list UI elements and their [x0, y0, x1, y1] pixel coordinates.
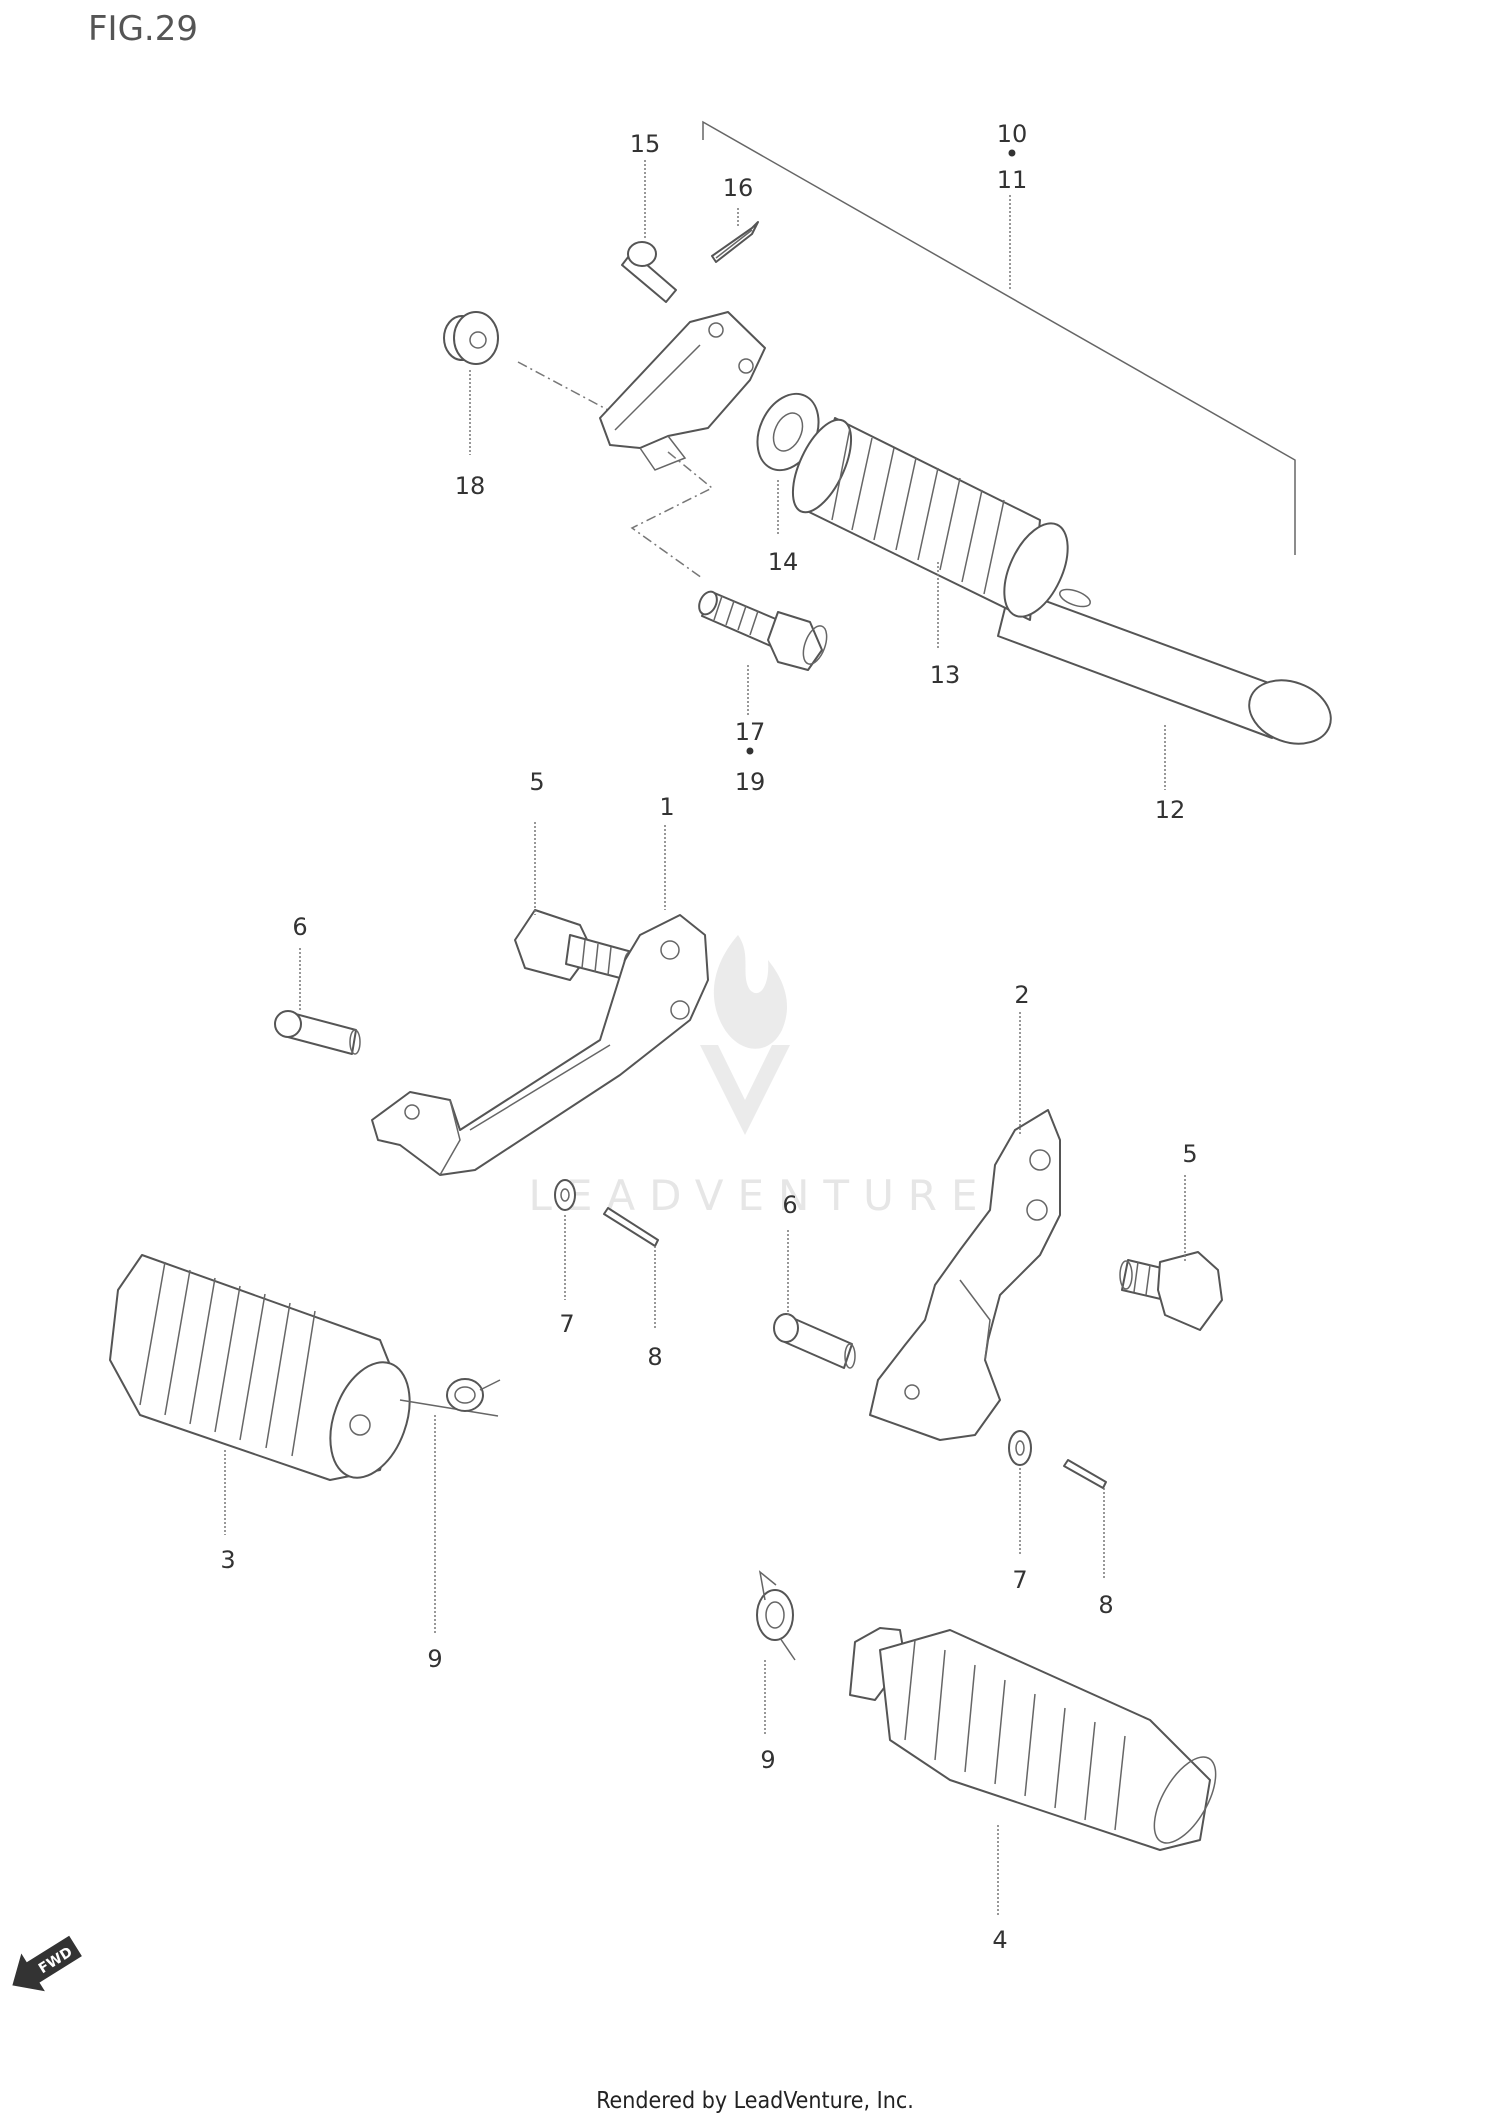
callout-2: 2 [1014, 981, 1029, 1009]
fwd-arrow-icon: FWD [12, 1935, 82, 1992]
callout-19: 19 [735, 768, 766, 796]
part-9-spring-right [756, 1570, 796, 1661]
leader-18-bracket [517, 361, 609, 411]
part-9-spring-left [399, 1378, 501, 1417]
callout-7-right: 7 [1012, 1566, 1027, 1594]
part-7-washer-right [1008, 1430, 1032, 1466]
callout-10: 10 [997, 120, 1028, 148]
callout-7-left: 7 [559, 1310, 574, 1338]
callout-16: 16 [723, 174, 754, 202]
callout-9-right: 9 [760, 1746, 775, 1774]
assembly-bracket [702, 120, 1296, 555]
callout-11: 11 [997, 166, 1028, 194]
part-6-pin-left [274, 1010, 361, 1055]
callout-5-upper: 5 [529, 768, 544, 796]
callout-dot-10-11: • [1005, 140, 1019, 168]
watermark-text: LEADVENTURE [528, 1171, 991, 1220]
callout-18: 18 [455, 472, 486, 500]
callout-9-left: 9 [427, 1645, 442, 1673]
callout-6-left: 6 [292, 913, 307, 941]
callout-3: 3 [220, 1546, 235, 1574]
callout-14: 14 [768, 548, 799, 576]
part-2-footrest-bracket [869, 1109, 1061, 1441]
part-12-footrest-peg [997, 587, 1332, 745]
part-4-footrest-right [849, 1627, 1217, 1851]
part-17-bolt [698, 590, 828, 671]
part-13-footrest-rubber [791, 417, 1069, 621]
part-7-washer-left [554, 1179, 576, 1211]
footer-credit: Rendered by LeadVenture, Inc. [596, 2088, 914, 2114]
callout-15: 15 [630, 130, 661, 158]
part-15-pin [621, 241, 677, 303]
figure-title: FIG.29 [88, 9, 198, 49]
part-6-pin-right [773, 1313, 856, 1369]
callout-5-right: 5 [1182, 1140, 1197, 1168]
callout-8-right: 8 [1098, 1591, 1113, 1619]
callout-4: 4 [992, 1926, 1007, 1954]
part-16-cotter-pin [711, 221, 759, 263]
callout-dot-17-19: • [743, 738, 757, 766]
part-1-footrest-bracket [371, 914, 709, 1176]
callout-8-left: 8 [647, 1343, 662, 1371]
leader-bolt-path [630, 451, 714, 579]
part-bracket-top [599, 311, 766, 471]
callout-1: 1 [659, 793, 674, 821]
callout-17: 17 [735, 718, 766, 746]
part-5-bolt-right [1119, 1251, 1223, 1331]
part-5-bolt-upper [514, 909, 637, 981]
callout-6-right: 6 [782, 1191, 797, 1219]
callout-12: 12 [1155, 796, 1186, 824]
part-3-footrest-left [109, 1254, 411, 1481]
part-8-cotter-right [1063, 1459, 1107, 1489]
callout-13: 13 [930, 661, 961, 689]
watermark-logo [700, 935, 790, 1135]
part-18-nut [443, 311, 499, 365]
